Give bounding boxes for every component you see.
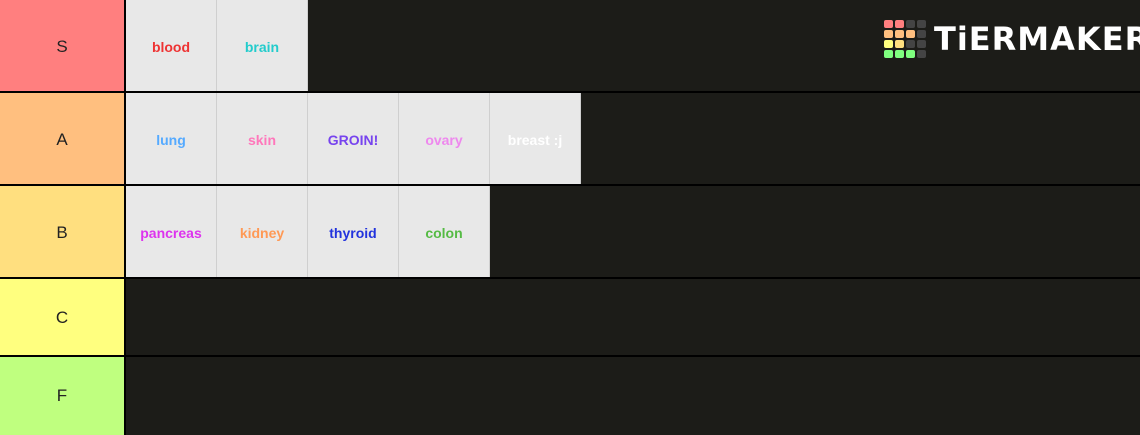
tier-item-card[interactable]: GROIN! <box>308 93 399 186</box>
tiermaker-logo: TiERMAKER <box>884 20 1140 58</box>
tier-row-c: C <box>0 279 1140 357</box>
logo-square <box>906 50 915 58</box>
logo-square <box>895 40 904 48</box>
tier-item-card[interactable]: lung <box>126 93 217 186</box>
tier-row-f: F <box>0 357 1140 435</box>
tier-items-c[interactable] <box>126 279 1140 357</box>
logo-square <box>917 30 926 38</box>
tier-item-card[interactable]: kidney <box>217 186 308 279</box>
tier-label-a[interactable]: A <box>0 93 126 186</box>
tier-divider <box>0 355 1140 357</box>
logo-square <box>884 30 893 38</box>
logo-square <box>884 20 893 28</box>
tier-divider <box>0 91 1140 93</box>
tier-item-card[interactable]: pancreas <box>126 186 217 279</box>
tier-label-s[interactable]: S <box>0 0 126 93</box>
tier-item-card[interactable]: breast :j <box>490 93 581 186</box>
logo-square <box>895 30 904 38</box>
tier-label-b[interactable]: B <box>0 186 126 279</box>
logo-grid-icon <box>884 20 926 58</box>
tier-item-card[interactable]: blood <box>126 0 217 93</box>
tier-item-card[interactable]: brain <box>217 0 308 93</box>
logo-text: TiERMAKER <box>934 20 1140 58</box>
logo-square <box>917 50 926 58</box>
logo-square <box>906 20 915 28</box>
logo-square <box>906 30 915 38</box>
logo-square <box>884 40 893 48</box>
tier-item-card[interactable]: thyroid <box>308 186 399 279</box>
logo-square <box>906 40 915 48</box>
tier-item-card[interactable]: ovary <box>399 93 490 186</box>
tier-item-card[interactable]: skin <box>217 93 308 186</box>
logo-square <box>895 20 904 28</box>
logo-square <box>895 50 904 58</box>
logo-square <box>884 50 893 58</box>
tier-item-card[interactable]: colon <box>399 186 490 279</box>
tier-divider <box>0 184 1140 186</box>
logo-square <box>917 20 926 28</box>
tier-items-f[interactable] <box>126 357 1140 435</box>
tier-divider <box>0 277 1140 279</box>
tier-label-c[interactable]: C <box>0 279 126 357</box>
logo-square <box>917 40 926 48</box>
tier-label-f[interactable]: F <box>0 357 126 435</box>
